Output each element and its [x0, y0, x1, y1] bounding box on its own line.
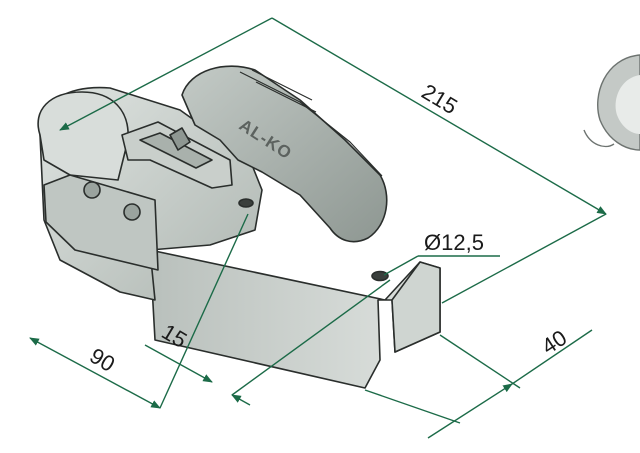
dimension-lines	[29, 17, 607, 439]
dimension-line-bolt-spacing	[29, 337, 161, 409]
channel-inner-wall	[391, 261, 441, 353]
mounting-hole	[238, 198, 254, 208]
bolt-head	[123, 203, 141, 221]
mounting-hole	[371, 270, 389, 282]
bolt-head	[83, 181, 101, 199]
dimension-line-length	[59, 17, 273, 131]
dimension-label-hole-diameter: Ø12,5	[424, 230, 484, 255]
dimension-label-bolt-spacing: 90	[85, 343, 119, 377]
dimension-label-length: 215	[417, 79, 461, 119]
dimension-line-bolt-offset	[231, 394, 251, 406]
ball-coupling-preview	[583, 54, 640, 151]
dimension-leader-hole	[383, 255, 419, 276]
dimension-line-length	[271, 17, 607, 215]
coupling-handle	[181, 65, 388, 243]
safety-indicator	[169, 127, 191, 151]
dimension-label-channel-width: 40	[537, 325, 571, 359]
dimension-line-channel-width	[427, 383, 513, 439]
side-plate	[43, 174, 159, 271]
coupling-body	[37, 65, 441, 389]
dimension-line-channel-width	[511, 329, 593, 385]
dimension-line-bolt-offset	[144, 344, 213, 383]
